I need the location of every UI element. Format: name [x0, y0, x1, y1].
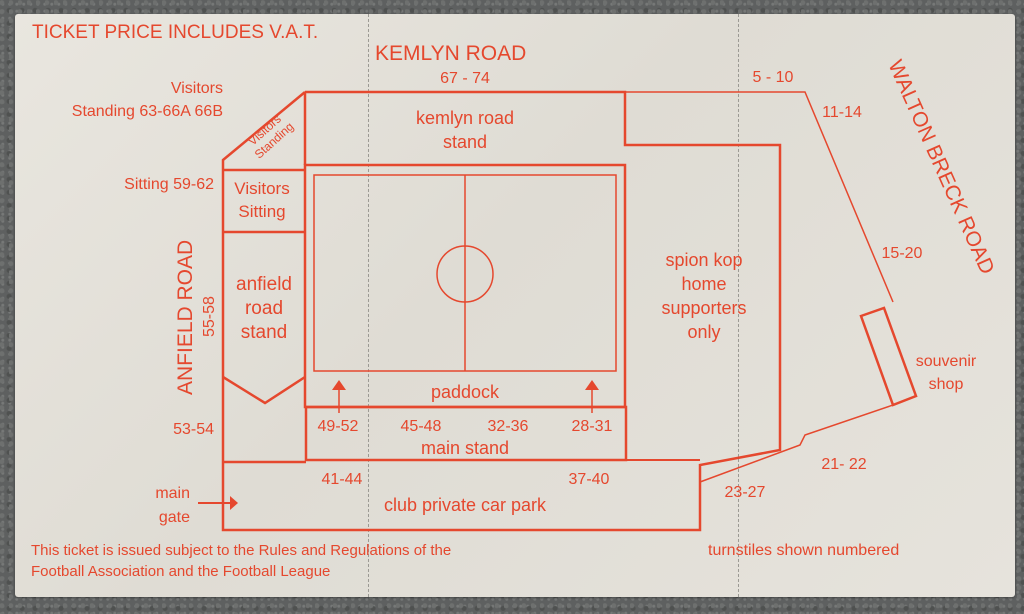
- turnstile-53-54: 53-54: [173, 421, 214, 438]
- centre-circle: [436, 245, 494, 303]
- paddock-arrow-left-icon: [332, 380, 346, 413]
- turnstile-28-31: 28-31: [572, 418, 613, 435]
- vat-note: TICKET PRICE INCLUDES V.A.T.: [32, 22, 318, 43]
- anfield-stand-label-1: anfield: [236, 274, 292, 295]
- main-gate-label-2: gate: [159, 509, 190, 526]
- paddock-label: paddock: [431, 382, 500, 402]
- kop-label-3: supporters: [661, 298, 746, 318]
- main-gate-arrow-icon: [198, 496, 238, 510]
- kop-label-2: home: [681, 274, 726, 294]
- anfield-stand-label-2: road: [245, 298, 283, 319]
- terms-line-2: Football Association and the Football Le…: [31, 563, 330, 580]
- stadium-outline: [221, 90, 782, 532]
- kop-label-4: only: [687, 322, 720, 342]
- visitors-label: Visitors: [171, 80, 223, 97]
- turnstile-23-27: 23-27: [725, 484, 766, 501]
- kemlyn-stand-label-2: stand: [443, 132, 487, 152]
- turnstile-21-22: 21- 22: [821, 456, 866, 473]
- anfield-stand-label-3: stand: [241, 322, 287, 343]
- main-stand-box: [304, 405, 628, 462]
- visitors-sitting-label-1: Visitors: [234, 179, 289, 198]
- turnstile-49-52: 49-52: [318, 418, 359, 435]
- turnstile-note: turnstiles shown numbered: [708, 542, 899, 559]
- turnstile-55-58: 55-58: [201, 296, 218, 337]
- terms-line-1: This ticket is issued subject to the Rul…: [31, 542, 451, 559]
- turnstile-15-20: 15-20: [882, 245, 923, 262]
- road-kemlyn: KEMLYN ROAD: [375, 42, 526, 65]
- car-park-label: club private car park: [384, 495, 547, 515]
- main-gate-label-1: main: [155, 485, 190, 502]
- turnstile-63-66: Standing 63-66A 66B: [72, 103, 223, 120]
- turnstile-11-14: 11-14: [822, 104, 862, 121]
- kop-label-1: spion kop: [665, 250, 742, 270]
- turnstile-32-36: 32-36: [488, 418, 529, 435]
- road-anfield: ANFIELD ROAD: [174, 240, 197, 395]
- souvenir-label-1: souvenir: [916, 353, 977, 370]
- turnstile-67-74: 67 - 74: [440, 70, 490, 87]
- main-stand-label: main stand: [421, 438, 509, 458]
- perforation-left: [368, 14, 369, 597]
- paddock-arrow-right-icon: [585, 380, 599, 413]
- turnstile-5-10: 5 - 10: [753, 69, 794, 86]
- kemlyn-stand-label-1: kemlyn road: [416, 108, 514, 128]
- souvenir-label-2: shop: [929, 376, 964, 393]
- turnstile-59-62: Sitting 59-62: [124, 176, 214, 193]
- visitors-sitting-label-2: Sitting: [238, 202, 285, 221]
- perforation-right: [738, 14, 739, 597]
- turnstile-45-48: 45-48: [401, 418, 442, 435]
- souvenir-shop-box: [859, 306, 918, 407]
- ticket: [15, 14, 1015, 597]
- turnstile-41-44: 41-44: [322, 471, 363, 488]
- turnstile-37-40: 37-40: [569, 471, 610, 488]
